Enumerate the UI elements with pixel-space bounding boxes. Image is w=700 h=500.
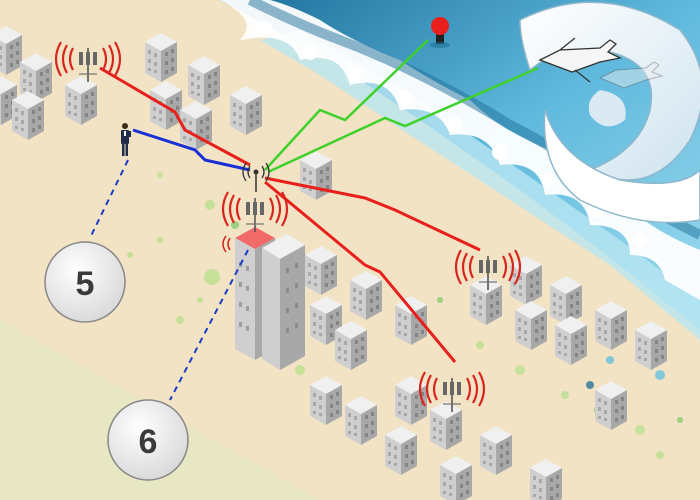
link-green bbox=[264, 39, 429, 171]
callout-6: 6 bbox=[107, 399, 189, 481]
person-icon bbox=[121, 123, 131, 156]
callout-line-5 bbox=[89, 159, 129, 239]
drone-icon bbox=[598, 61, 664, 89]
link-red bbox=[99, 66, 251, 167]
callout-6-label: 6 bbox=[139, 423, 158, 461]
buoy-icon bbox=[430, 17, 450, 48]
ocean bbox=[220, 0, 700, 330]
tall-building bbox=[222, 227, 305, 370]
communication-links bbox=[99, 39, 539, 363]
link-blue bbox=[132, 128, 251, 172]
central-antenna-icon bbox=[242, 162, 270, 192]
link-red bbox=[264, 176, 481, 252]
drone-icon bbox=[538, 37, 622, 83]
callout-5-label: 5 bbox=[76, 265, 95, 303]
link-red bbox=[264, 180, 457, 363]
link-green bbox=[267, 66, 539, 174]
callout-5: 5 bbox=[44, 241, 126, 323]
